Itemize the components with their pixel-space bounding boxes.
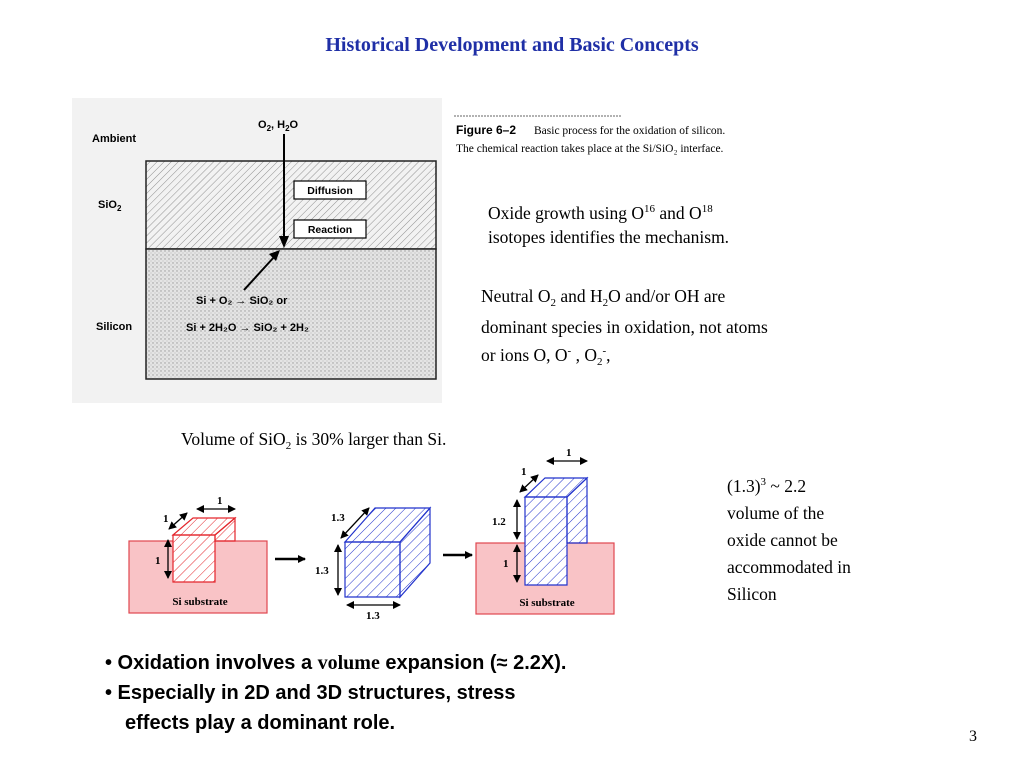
silicon-label: Silicon — [96, 321, 132, 333]
oxidation-process-figure: Ambient SiO2 Silicon O2, H2O Diffusion R… — [72, 98, 442, 403]
gas-species-label: O2, H2O — [258, 119, 299, 133]
isotope-paragraph: Oxide growth using O16 and O18 isotopes … — [488, 203, 730, 247]
figure-caption: Figure 6–2 Basic process for the oxidati… — [454, 115, 725, 155]
dim-right-width: 1 — [566, 447, 572, 459]
dim-right-height-lower: 1 — [503, 558, 509, 570]
reaction-arrow-head — [269, 250, 280, 261]
sio2-layer — [145, 160, 437, 250]
dim-left-height: 1 — [155, 555, 161, 567]
diffusion-arrow-head — [279, 236, 289, 248]
blue-cube — [343, 506, 432, 599]
dim-right-height-upper: 1.2 — [492, 516, 506, 528]
diffusion-label: Diffusion — [307, 185, 353, 197]
caption-figure-number: Figure 6–2 — [456, 123, 516, 137]
caption-line-2: The chemical reaction takes place at the… — [456, 143, 724, 155]
slide-title: Historical Development and Basic Concept… — [325, 34, 699, 56]
red-cube — [171, 516, 237, 583]
dim-mid-width: 1.3 — [366, 610, 380, 622]
bullet-list: • Oxidation involves a volume expansion … — [105, 648, 825, 738]
reaction-equation-2: Si + 2H₂O → SiO₂ + 2H₂ — [186, 322, 309, 334]
reaction-box — [293, 219, 367, 239]
reaction-equation-1: Si + O₂ → SiO₂ or — [196, 295, 288, 307]
ambient-label: Ambient — [92, 133, 136, 145]
dim-mid-height: 1.3 — [315, 565, 329, 577]
dim-right-depth: 1 — [521, 466, 527, 478]
page-number: 3 — [969, 728, 977, 745]
diffusion-box — [293, 180, 367, 200]
blue-column — [523, 476, 589, 586]
reaction-arrow-line — [243, 255, 276, 291]
sio2-label: SiO2 — [98, 199, 122, 213]
si-substrate-label-left: Si substrate — [172, 596, 227, 608]
caption-line-1: Basic process for the oxidation of silic… — [534, 125, 725, 137]
bullet-1: • Oxidation involves a volume expansion … — [105, 652, 567, 674]
si-substrate-label-right: Si substrate — [519, 597, 574, 609]
volume-statement: Volume of SiO2 is 30% larger than Si. — [181, 429, 447, 452]
dim-left-depth: 1 — [163, 513, 169, 525]
reaction-label: Reaction — [308, 224, 352, 236]
volume-expansion-figure: Si substrate 1 1 1 1.3 1.3 1.3 Si substr… — [128, 447, 615, 622]
dim-left-width: 1 — [217, 495, 223, 507]
dim-mid-depth: 1.3 — [331, 512, 345, 524]
volume-note: (1.3)3 ~ 2.2 volume of the oxide cannot … — [727, 476, 851, 604]
silicon-layer — [145, 248, 437, 380]
bullet-2: • Especially in 2D and 3D structures, st… — [105, 682, 516, 734]
neutral-species-paragraph: Neutral O2 and H2O and/or OH are dominan… — [481, 286, 768, 368]
